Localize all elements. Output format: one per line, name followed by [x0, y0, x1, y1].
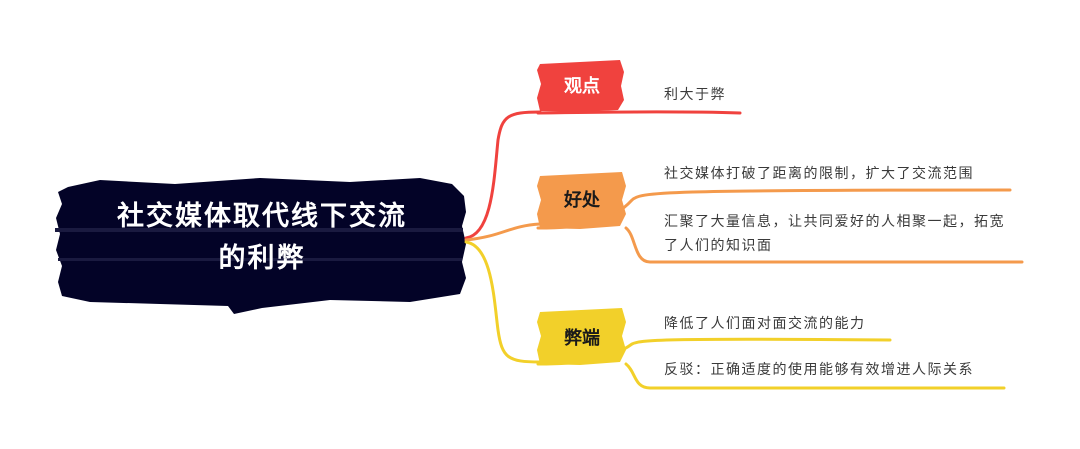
leaf-underline-biduan-trunk — [536, 337, 892, 366]
branch-label-guandian: 观点 — [564, 76, 600, 97]
leaf-biduan-2: 反驳：正确适度的使用能够有效增进人际关系 — [664, 362, 974, 378]
central-topic-brush — [55, 178, 466, 314]
leaf-underline-haochu-trunk — [536, 188, 1012, 230]
connector-central-to-haochu — [464, 222, 542, 242]
leaf-underline-haochu-2 — [624, 226, 1024, 264]
branch-box-biduan — [537, 308, 626, 365]
connector-central-to-biduan — [464, 240, 542, 364]
branch-label-biduan: 弊端 — [564, 328, 600, 349]
connector-central-to-guandian — [464, 110, 542, 240]
branch-box-haochu — [537, 172, 626, 229]
leaf-biduan-1: 降低了人们面对面交流的能力 — [664, 316, 866, 332]
central-topic: 社交媒体取代线下交流 的利弊 — [60, 196, 464, 280]
leaf-haochu-1: 社交媒体打破了距离的限制，扩大了交流范围 — [664, 166, 974, 182]
leaf-guandian-1: 利大于弊 — [664, 87, 726, 103]
branch-label-haochu: 好处 — [564, 190, 600, 211]
leaf-underline-biduan-2 — [624, 362, 1006, 390]
leaf-underline-guandian-1 — [536, 110, 742, 115]
leaf-haochu-2: 汇聚了大量信息，让共同爱好的人相聚一起，拓宽了人们的知识面 — [664, 214, 1005, 254]
branch-box-guandian — [537, 60, 624, 112]
central-topic-line-1: 社交媒体取代线下交流 — [117, 201, 407, 232]
central-topic-line-2: 的利弊 — [218, 243, 306, 274]
